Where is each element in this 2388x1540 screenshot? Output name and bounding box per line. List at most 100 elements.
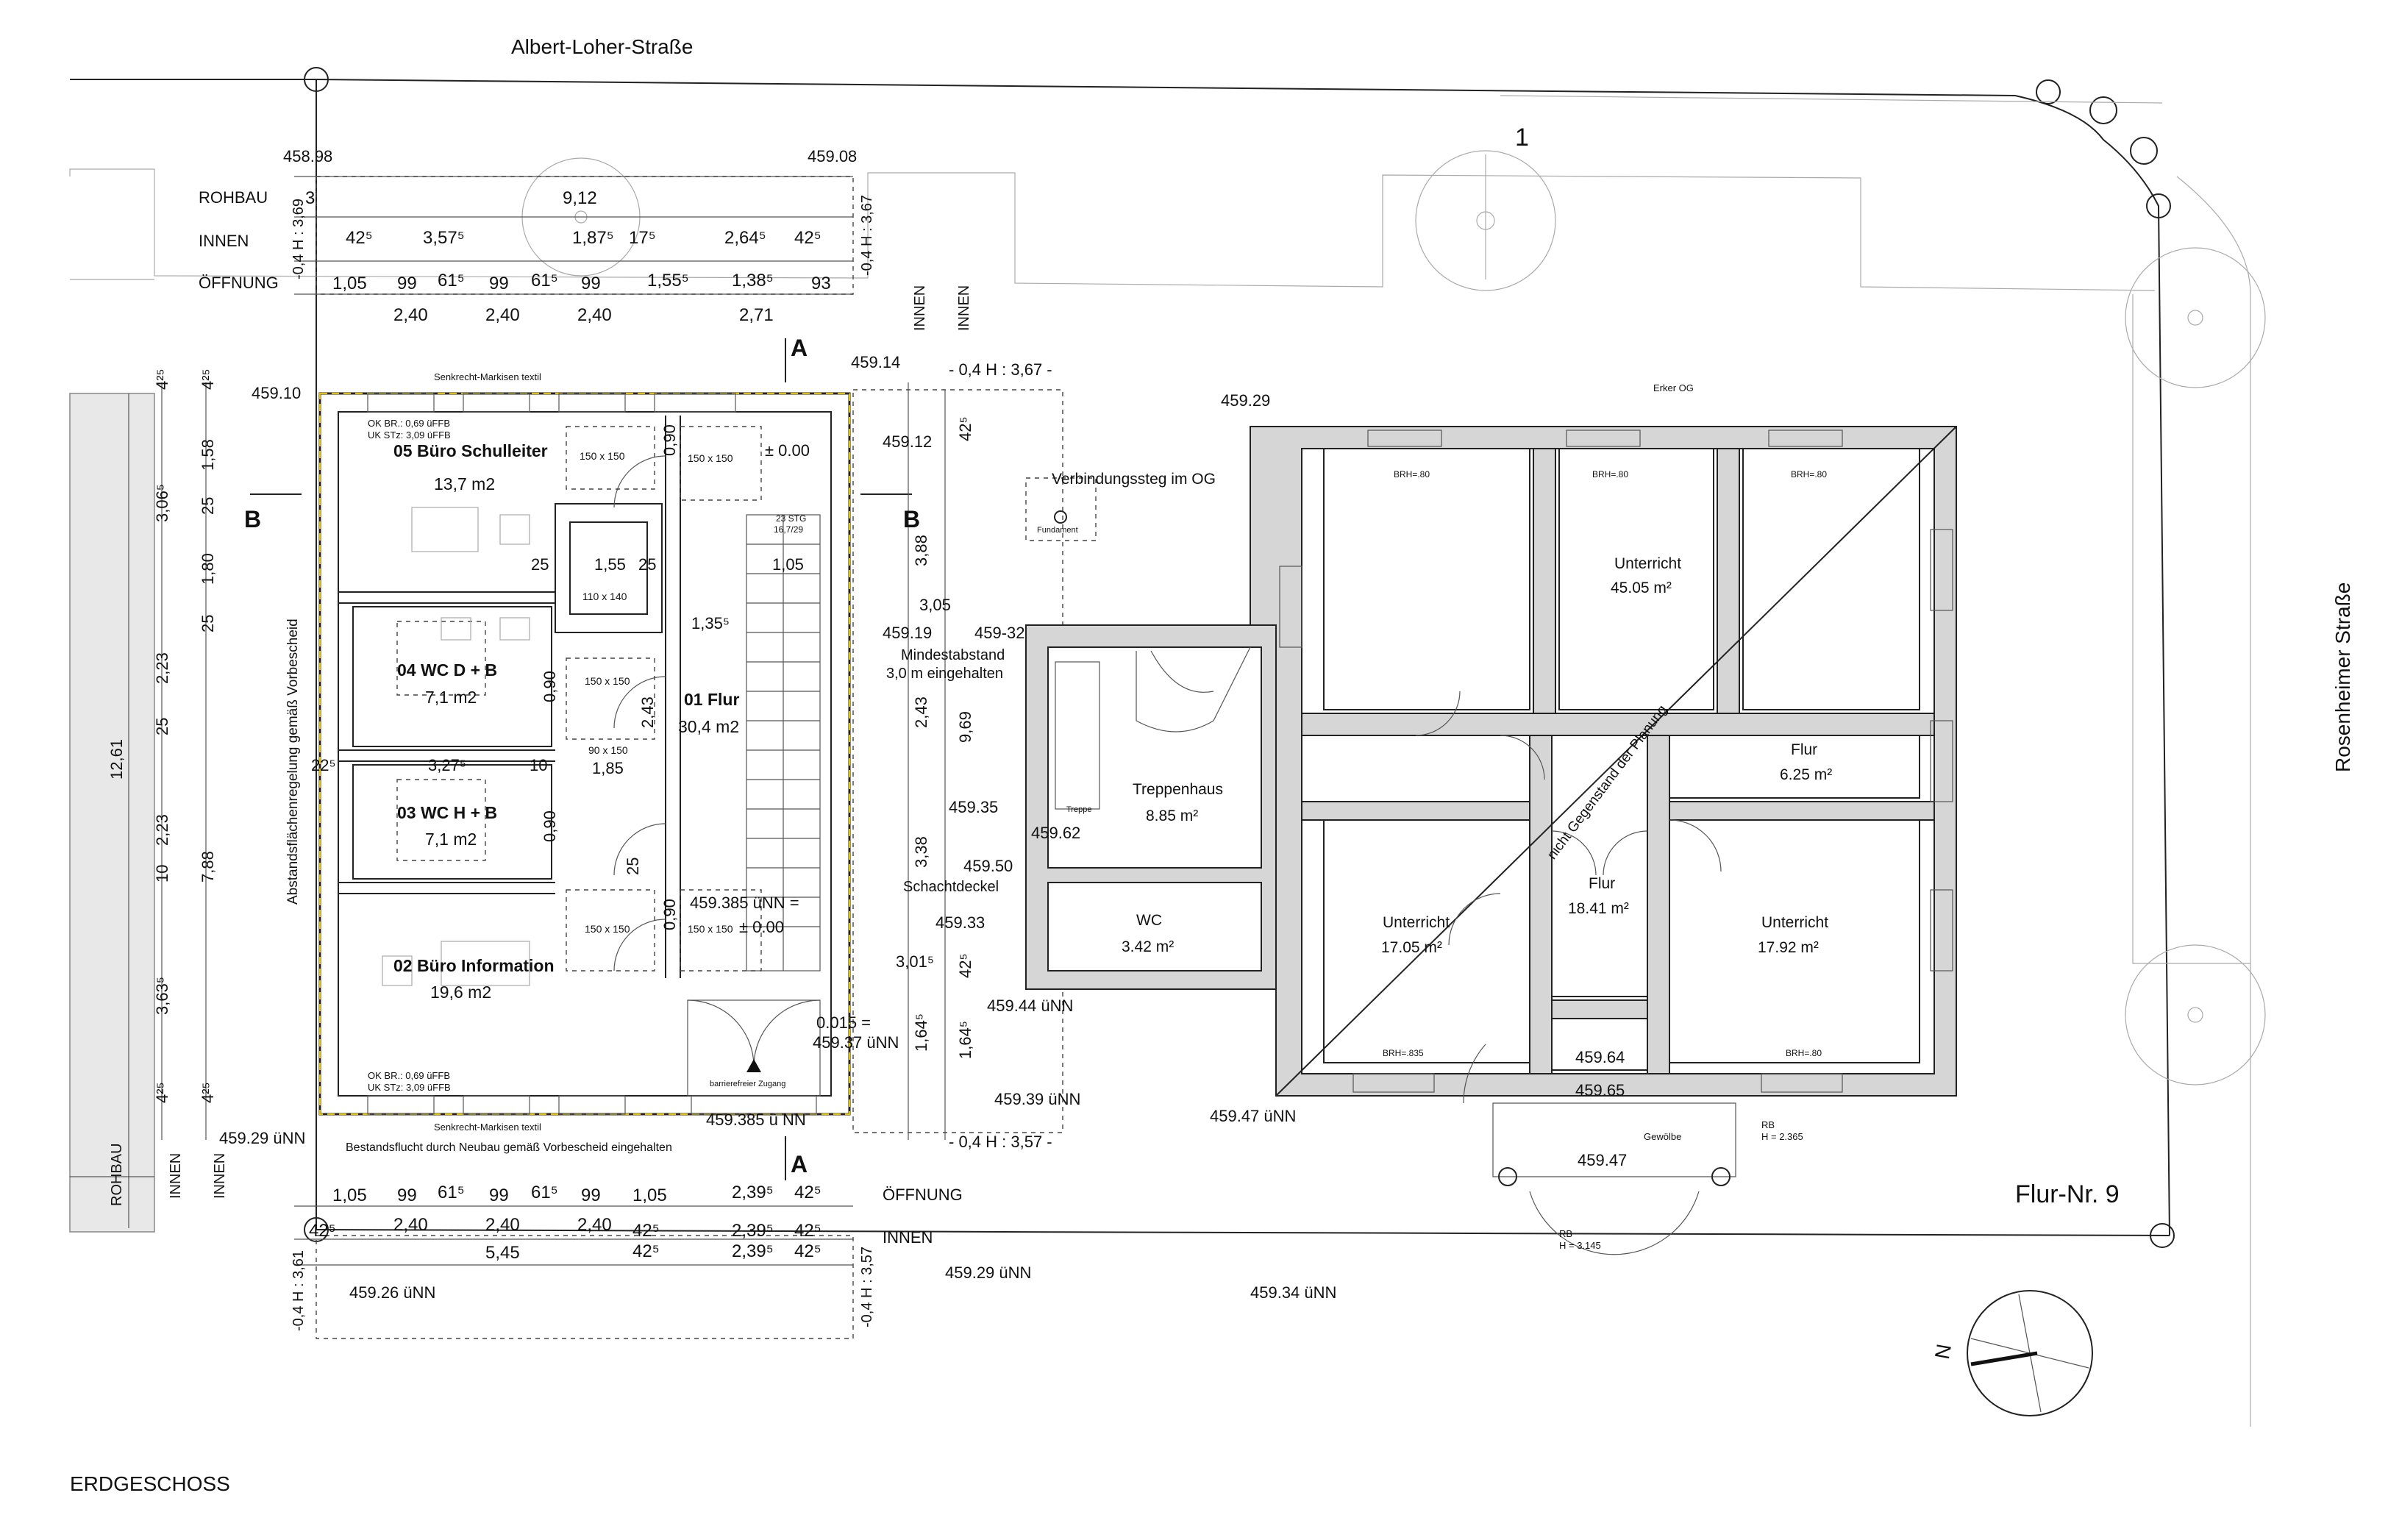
- note-box-3: 150 x 150: [580, 450, 625, 462]
- note-markisen-bot: Senkrecht-Markisen textil: [434, 1122, 541, 1133]
- dim-innen-2: 3,57⁵: [423, 228, 465, 248]
- bdim-r2-7: 42⁵: [794, 1221, 821, 1241]
- level-25: 459.385 üNN =: [690, 894, 799, 912]
- row-label-rohbau: ROHBAU: [199, 188, 268, 207]
- level-26: ± 0.00: [765, 441, 810, 460]
- level-16: 459.47 üNN: [1210, 1107, 1297, 1125]
- existing-building: [1025, 426, 1957, 1255]
- note-brh-2: BRH=.80: [1592, 469, 1629, 480]
- level-24: 459.47: [1578, 1151, 1628, 1169]
- ldim-6: 1,80: [199, 553, 217, 585]
- dim-innen-4: 17⁵: [629, 228, 656, 248]
- parcel-number: 1: [1515, 124, 1529, 151]
- bdim-r1-5: 61⁵: [531, 1183, 558, 1202]
- room-name-05: 05 Büro Schulleiter: [393, 441, 548, 460]
- level-4: 459.14: [851, 353, 901, 371]
- dim-rohbau-2: 9,12: [563, 188, 597, 208]
- inner-dim-10: 0,90: [660, 424, 679, 456]
- section-mark-b-left: B: [244, 506, 262, 532]
- note-box-7: 150 x 150: [688, 923, 733, 935]
- note-window-bot-1: OK BR.: 0,69 üFFB: [368, 1070, 450, 1081]
- level-12: 459.33: [935, 913, 986, 932]
- label-innen-vertical-3: INNEN: [912, 285, 928, 331]
- note-rb-1: RB: [1761, 1119, 1775, 1130]
- height-bot-right: -0,4 H : 3,57: [859, 1246, 875, 1327]
- height-top-left: -0,4 H : 3,69: [291, 198, 307, 279]
- note-box-1: 110 x 140: [582, 591, 627, 602]
- inner-dim-19: 2,43: [912, 696, 930, 728]
- section-mark-a-top: A: [791, 335, 808, 361]
- level-18: 459.29 üNN: [219, 1129, 306, 1147]
- room-name-01: 01 Flur: [684, 690, 740, 709]
- dim-oeff-5: 61⁵: [531, 271, 558, 290]
- dim-oeff-4: 99: [489, 274, 509, 293]
- inner-dim-2: 25: [531, 555, 549, 574]
- inner-dim-6: 3,27⁵: [428, 756, 466, 774]
- inner-dim-13: 0,90: [660, 899, 679, 930]
- dim-oeff-1: 1,05: [332, 274, 367, 293]
- note-stg-1: 23 STG: [776, 513, 807, 524]
- room-area-04: 7,1 m2: [425, 688, 477, 707]
- note-window-top-1: OK BR.: 0,69 üFFB: [368, 418, 450, 429]
- bdim-r2-4: 2,40: [577, 1215, 612, 1235]
- note-mindest-1: Mindestabstand: [901, 647, 1005, 663]
- dim-oeff-6: 99: [581, 274, 601, 293]
- inner-dim-15: 22⁵: [311, 756, 336, 774]
- inner-dim-22: 1,64⁵: [912, 1013, 930, 1052]
- note-box-5: 90 x 150: [588, 744, 628, 756]
- label-innen-bottom: INNEN: [883, 1228, 933, 1247]
- connector: [852, 389, 1097, 1133]
- dim-bottom-2: 2,40: [485, 305, 520, 325]
- new-building: [318, 392, 851, 1116]
- existing-room-area-4: 3.42 m²: [1122, 938, 1175, 955]
- note-brh-4: BRH=.835: [1383, 1048, 1424, 1058]
- bdim-r1-6: 99: [581, 1186, 601, 1205]
- inner-dim-9: 2,43: [638, 696, 657, 728]
- note-window-bot-2: UK STz: 3,09 üFFB: [368, 1082, 451, 1093]
- ldim-12: 7,88: [199, 851, 217, 883]
- ldim-16: 12,61: [107, 738, 126, 780]
- dim-innen-3: 1,87⁵: [572, 228, 614, 248]
- ldim-3: 3,06⁵: [153, 484, 171, 522]
- inner-dim-4: 1,05: [772, 555, 804, 574]
- existing-room-area-6: 18.41 m²: [1568, 900, 1629, 917]
- sheet-title: ERDGESCHOSS: [70, 1472, 230, 1495]
- row-label-oeffnung: ÖFFNUNG: [199, 274, 279, 292]
- inner-dim-17: 3,05: [919, 596, 951, 614]
- bdim-r3-1: 5,45: [485, 1243, 520, 1263]
- ldim-14: 4²⁵: [153, 1082, 171, 1103]
- bdim-r1-1: 1,05: [332, 1186, 367, 1205]
- existing-room-area-2: 6.25 m²: [1780, 766, 1833, 783]
- dim-oeff-3: 61⁵: [438, 271, 465, 290]
- section-mark-b-right: B: [903, 506, 921, 532]
- existing-room-area-1: 45.05 m²: [1611, 580, 1672, 596]
- inner-dim-16: 3,88: [912, 535, 930, 566]
- level-5: 459.12: [883, 432, 933, 451]
- dim-oeff-9: 93: [811, 274, 831, 293]
- level-15: 459.39 üNN: [994, 1090, 1081, 1108]
- inner-dim-21: 3,01⁵: [896, 952, 934, 971]
- level-14: 459.37 üNN: [813, 1033, 899, 1052]
- dim-rohbau-1: 3: [305, 188, 316, 208]
- bdim-r3-4: 42⁵: [794, 1241, 821, 1261]
- level-11: 459.50: [963, 857, 1013, 875]
- height-mid-bottom: - 0,4 H : 3,57 -: [949, 1133, 1052, 1151]
- room-name-04: 04 WC D + B: [397, 660, 498, 680]
- street-label-north: Albert-Loher-Straße: [511, 35, 694, 58]
- room-name-03: 03 WC H + B: [397, 803, 498, 822]
- ldim-8: 2,23: [153, 652, 171, 684]
- label-innen-vertical-2: INNEN: [212, 1152, 228, 1199]
- inner-dim-1: 1,55: [594, 555, 626, 574]
- note-abstand: Abstandsflächenregelung gemäß Vorbeschei…: [285, 619, 301, 905]
- ldim-13: 3,63⁵: [153, 977, 171, 1015]
- level-1: 458.98: [283, 147, 333, 165]
- note-rb-2: RB: [1559, 1228, 1573, 1239]
- room-name-02: 02 Büro Information: [393, 956, 555, 975]
- room-area-01: 30,4 m2: [678, 717, 740, 736]
- note-fundament: Fundament: [1037, 526, 1078, 535]
- height-top-right: -0,4 H : 3,67: [859, 194, 875, 276]
- bdim-r1-8: 2,39⁵: [732, 1183, 774, 1202]
- dim-bottom-1: 2,40: [393, 305, 428, 325]
- level-6: 459.29: [1221, 391, 1271, 410]
